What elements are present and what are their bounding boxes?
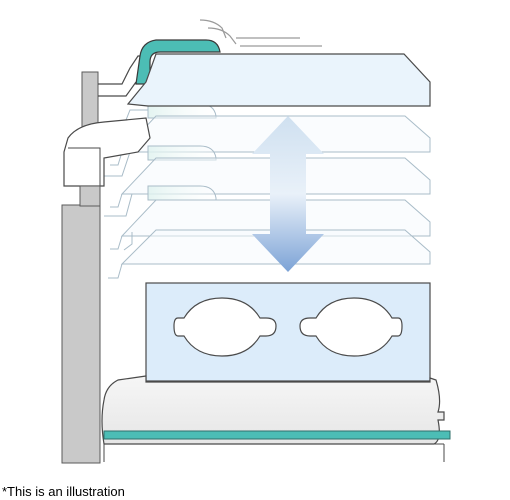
teal-rail <box>103 430 451 440</box>
hand-port-icon <box>173 297 277 357</box>
illustration-disclaimer: *This is an illustration <box>2 484 125 499</box>
front-panel <box>145 282 431 382</box>
incubator-base <box>101 375 451 462</box>
double-headed-vertical-arrow-icon <box>252 116 324 272</box>
hand-port-icon <box>299 297 403 357</box>
canopy-top <box>126 53 431 107</box>
canopy-handle <box>135 39 221 85</box>
canopy-arm-clamp <box>63 117 151 207</box>
motion-lines <box>199 19 322 47</box>
pole-lower <box>61 204 101 464</box>
